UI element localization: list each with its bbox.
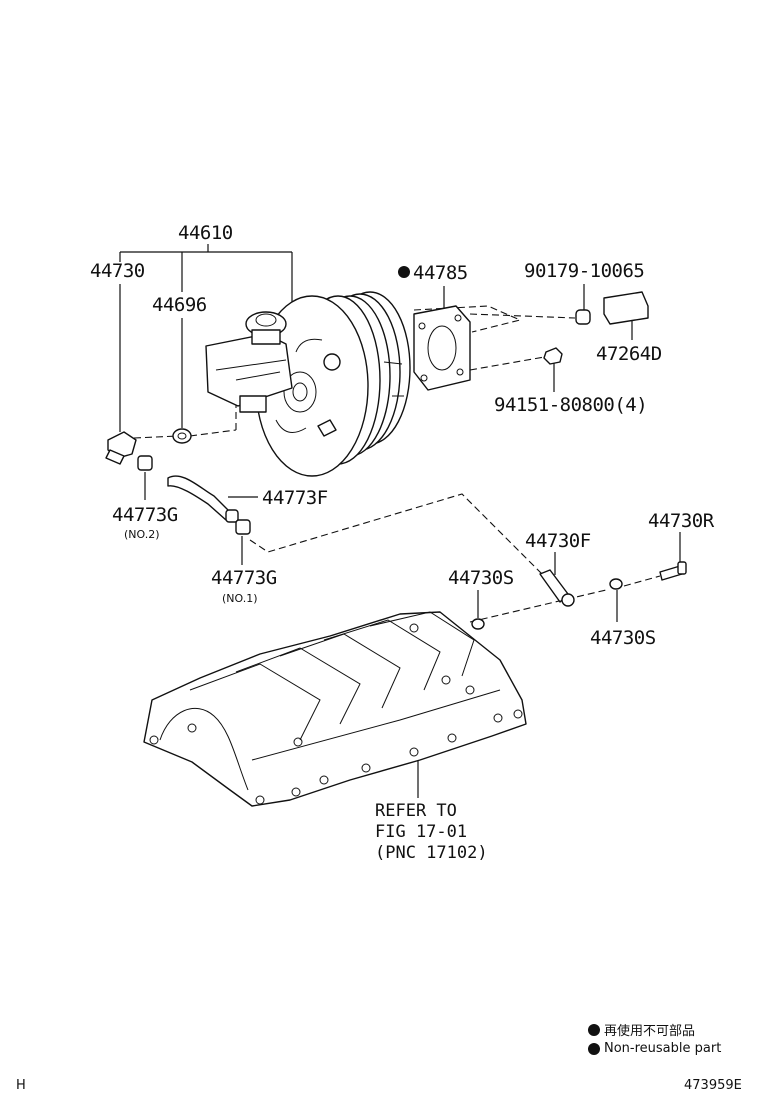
label-44773g-no1: 44773G	[211, 567, 277, 589]
label-47264d: 47264D	[596, 343, 662, 365]
legend-english-text: Non-reusable part	[604, 1041, 722, 1056]
filled-dot-icon	[588, 1023, 600, 1036]
label-44773f: 44773F	[262, 487, 328, 509]
label-44730: 44730	[90, 260, 145, 282]
refer-line-1: REFER TO	[375, 801, 457, 821]
refer-line-2: FIG 17-01	[375, 822, 467, 842]
filled-dot-icon	[588, 1042, 600, 1055]
label-44773g-no1-sub: (NO.1)	[222, 592, 258, 605]
gasket-44785	[413, 305, 471, 391]
bolts-washers	[471, 561, 687, 630]
label-44773g-no2-sub: (NO.2)	[124, 528, 160, 541]
label-44696: 44696	[152, 294, 207, 316]
label-44773g-no2: 44773G	[112, 504, 178, 526]
small-parts-right	[543, 291, 649, 365]
label-44610: 44610	[178, 222, 233, 244]
legend-japanese: 再使用不可部品	[588, 1020, 695, 1039]
refer-line-3: (PNC 17102)	[375, 843, 488, 863]
label-44785: 44785	[413, 262, 468, 284]
legend-english: Non-reusable part	[588, 1041, 721, 1056]
leader-lines	[119, 244, 681, 798]
label-94151-80800: 94151-80800(4)	[494, 394, 647, 416]
label-90179-10065: 90179-10065	[524, 260, 644, 282]
figure-id: 473959E	[684, 1078, 742, 1093]
label-44730f: 44730F	[525, 530, 591, 552]
brake-booster	[205, 291, 411, 477]
label-44730r: 44730R	[648, 510, 715, 532]
non-reusable-marker	[398, 266, 410, 278]
intake-manifold	[143, 611, 527, 807]
legend-japanese-text: 再使用不可部品	[604, 1024, 696, 1039]
label-44730s-a: 44730S	[448, 567, 514, 589]
footer-left-code: H	[16, 1078, 26, 1093]
label-44730s-b: 44730S	[590, 627, 656, 649]
vacuum-hose-parts	[105, 428, 251, 535]
